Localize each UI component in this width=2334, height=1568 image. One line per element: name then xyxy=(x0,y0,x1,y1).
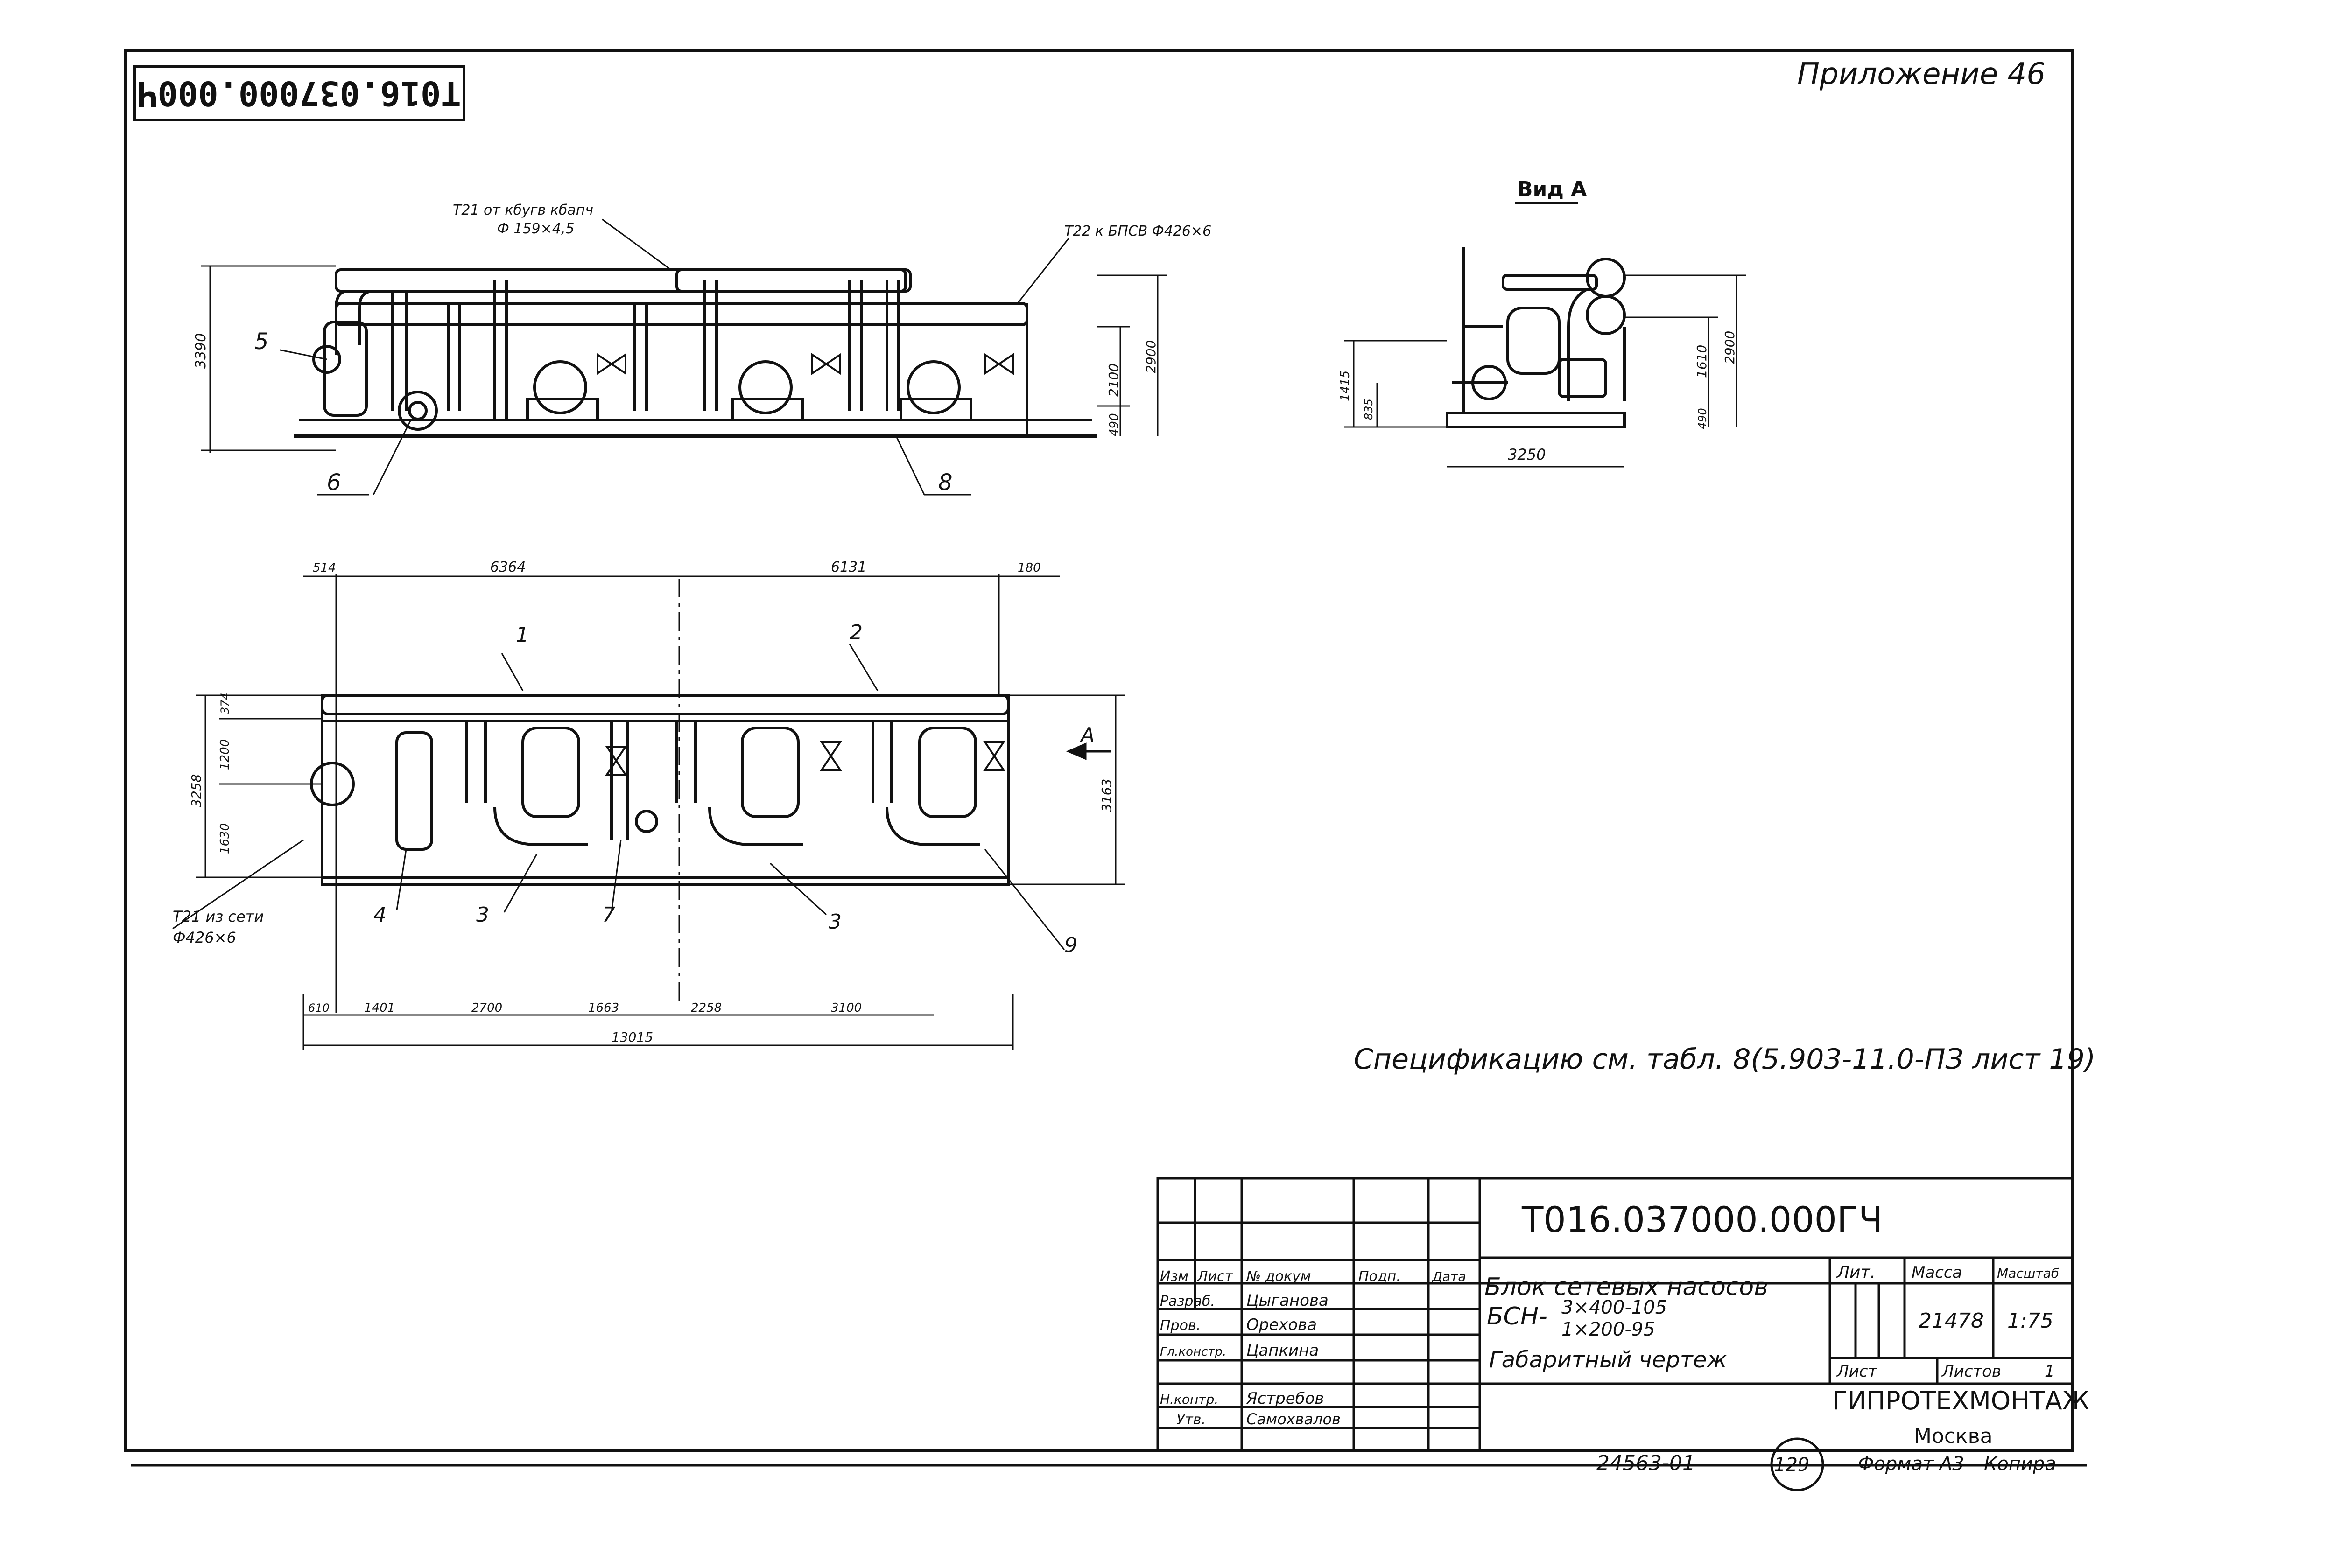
copied-by: Копира xyxy=(1984,1453,2056,1475)
sheet-label: Лист xyxy=(1836,1362,1877,1381)
view-a-drawing xyxy=(1446,247,1626,428)
scale-label: Масштаб xyxy=(1997,1266,2059,1281)
elevation-callout-t21: Т21 от кбугв кбапч xyxy=(453,202,593,218)
plan-left-dim-1: 3258 xyxy=(189,774,204,807)
plan-view xyxy=(310,574,1010,1013)
elevation-view xyxy=(294,268,1097,438)
plan-bottom-dim-5: 2258 xyxy=(691,1001,722,1015)
plan-dimensions xyxy=(172,575,1125,1050)
elevation-marker-8: 8 xyxy=(938,469,953,496)
elevation-dim-total: 3390 xyxy=(193,333,209,369)
plan-marker-7: 7 xyxy=(602,903,615,927)
sheet-frame xyxy=(124,49,2074,1452)
plan-right-dim: 3163 xyxy=(1099,779,1114,812)
plan-bottom-dim-2: 1401 xyxy=(364,1001,395,1015)
col-header-date: Дата xyxy=(1431,1269,1466,1284)
title-block-grid xyxy=(1156,1177,2074,1452)
plan-bottom-dim-1: 610 xyxy=(308,1001,330,1015)
plan-marker-4: 4 xyxy=(373,903,387,927)
plan-marker-3a: 3 xyxy=(476,903,489,927)
plan-marker-3b: 3 xyxy=(829,910,842,934)
name-approver: Самохвалов xyxy=(1246,1410,1341,1428)
plan-top-dim-3: 6131 xyxy=(831,559,866,575)
elevation-callout-t22: Т22 к БПСВ Ф426×6 xyxy=(1064,223,1211,239)
specification-note: Спецификацию см. табл. 8(5.903-11.0-ПЗ л… xyxy=(1354,1043,2095,1076)
plan-arrow-label: А xyxy=(1079,723,1095,747)
plan-bottom-dim-3: 2700 xyxy=(471,1001,502,1015)
mass-value: 21478 xyxy=(1919,1309,1984,1333)
title-line-3: Габаритный чертеж xyxy=(1489,1347,1727,1373)
role-chief-designer: Гл.констр. xyxy=(1160,1345,1226,1359)
col-header-izm: Изм xyxy=(1160,1268,1188,1285)
role-norm-control: Н.контр. xyxy=(1160,1392,1218,1407)
elevation-callout-t21-size: Ф 159×4,5 xyxy=(497,221,574,237)
plan-left-dim-4: 374 xyxy=(218,693,232,714)
col-header-list: Лист xyxy=(1197,1268,1234,1285)
sheets-label: Листов xyxy=(1941,1362,2001,1381)
bottom-number: 24563-01 xyxy=(1596,1451,1695,1475)
role-approver: Утв. xyxy=(1176,1412,1206,1428)
view-a-dim-width: 3250 xyxy=(1508,446,1546,463)
elevation-dim-base: 490 xyxy=(1107,413,1121,436)
title-prefix: БСН- xyxy=(1487,1302,1547,1330)
scale-value: 1:75 xyxy=(2007,1309,2053,1333)
sheet-number: 129 xyxy=(1774,1454,1809,1476)
col-header-sign: Подп. xyxy=(1358,1268,1401,1285)
name-checker: Орехова xyxy=(1246,1316,1317,1334)
title-block-code: Т016.037000.000ГЧ xyxy=(1521,1199,1883,1240)
plan-top-dim-4: 180 xyxy=(1018,561,1041,575)
corner-stamp-code: T016.037000.000Ч xyxy=(133,65,465,121)
view-a-dimensions xyxy=(1344,274,1746,468)
view-a-dim-h3: 1610 xyxy=(1694,345,1709,378)
plan-view-arrow xyxy=(1066,742,1111,760)
plan-total-length: 13015 xyxy=(612,1029,653,1045)
appendix-label: Приложение 46 xyxy=(1797,57,2046,91)
view-a-dim-h1: 1415 xyxy=(1338,371,1352,401)
name-developer: Цыганова xyxy=(1246,1291,1329,1310)
mass-label: Масса xyxy=(1912,1263,1962,1282)
plan-bottom-dim-4: 1663 xyxy=(588,1001,619,1015)
view-a-label: Вид А xyxy=(1517,177,1587,201)
plan-marker-9: 9 xyxy=(1064,933,1077,957)
title-fraction-top: 3×400-105 xyxy=(1561,1297,1667,1318)
plan-top-dim-2: 6364 xyxy=(490,559,526,575)
elevation-dimensions xyxy=(201,218,1167,496)
plan-marker-1: 1 xyxy=(516,623,529,647)
name-chief-designer: Цапкина xyxy=(1246,1341,1319,1360)
col-header-doc: № докум xyxy=(1245,1268,1311,1285)
name-norm-control: Ястребов xyxy=(1246,1389,1324,1408)
elevation-dim-mid: 2100 xyxy=(1106,364,1121,397)
view-a-dim-base: 490 xyxy=(1696,408,1709,429)
plan-marker-2: 2 xyxy=(850,621,863,644)
plan-left-dim-3: 1630 xyxy=(218,823,232,854)
format-note: Формат А3 xyxy=(1858,1453,1964,1475)
organization-name: ГИПРОТЕХМОНТАЖ xyxy=(1832,1386,2089,1415)
role-developer: Разраб. xyxy=(1160,1293,1215,1309)
plan-top-dim-1: 514 xyxy=(313,561,336,575)
organization-city: Москва xyxy=(1914,1424,1993,1448)
plan-callout-inlet-size: Ф426×6 xyxy=(173,929,236,946)
plan-callout-inlet: Т21 из сети xyxy=(173,908,264,925)
sheet-number-circle xyxy=(1770,1437,1824,1491)
view-a-dim-h4: 2900 xyxy=(1722,331,1737,364)
lit-label: Лит. xyxy=(1836,1263,1876,1282)
elevation-marker-6: 6 xyxy=(327,469,341,496)
sheets-value: 1 xyxy=(2045,1362,2055,1381)
elevation-dim-top: 2900 xyxy=(1143,340,1159,373)
title-fraction-bottom: 1×200-95 xyxy=(1561,1319,1655,1340)
plan-left-dim-2: 1200 xyxy=(218,739,232,770)
view-a-dim-h2: 835 xyxy=(1362,399,1375,420)
plan-bottom-dim-6: 3100 xyxy=(831,1001,862,1015)
elevation-marker-5: 5 xyxy=(254,329,269,355)
title-line-1: Блок сетевых насосов xyxy=(1484,1273,1768,1301)
role-checker: Пров. xyxy=(1160,1317,1201,1334)
